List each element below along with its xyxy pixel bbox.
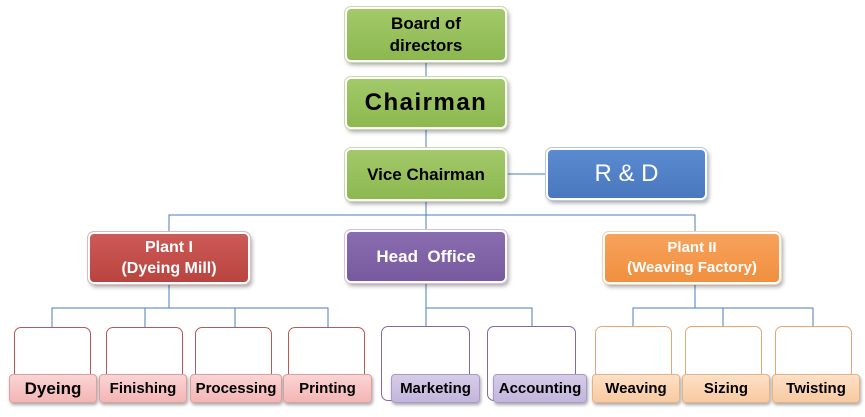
plant-1-title: Plant I [144, 239, 193, 256]
rnd-node: R & D [545, 147, 708, 201]
board-label: Board of directors [389, 13, 463, 55]
unit-weaving: Weaving [592, 374, 680, 403]
plant-2-node: Plant II (Weaving Factory) [602, 231, 782, 285]
unit-processing: Processing [190, 374, 282, 403]
vice-chairman-node: Vice Chairman [344, 147, 508, 202]
connector-plant1-units [51, 307, 329, 327]
rnd-label: R & D [594, 160, 659, 187]
chairman-label: Chairman [364, 89, 488, 116]
head-office-label: Head Office [376, 246, 476, 266]
plant-1-subtitle: (Dyeing Mill) [121, 260, 217, 277]
plant-2-subtitle: (Weaving Factory) [627, 259, 757, 276]
plant-2-title: Plant II [667, 239, 717, 256]
chairman-node: Chairman [344, 76, 508, 130]
unit-marketing: Marketing [391, 374, 480, 403]
unit-accounting: Accounting [493, 374, 587, 403]
unit-twisting: Twisting [772, 374, 860, 403]
connector-head-units [426, 307, 533, 326]
unit-sizing: Sizing [682, 374, 770, 403]
unit-printing: Printing [283, 374, 372, 403]
board-of-directors-node: Board of directors [344, 6, 508, 63]
unit-dyeing: Dyeing [9, 374, 97, 403]
vice-chairman-label: Vice Chairman [367, 164, 485, 184]
connector-plants-bar [168, 214, 696, 232]
head-office-node: Head Office [344, 229, 508, 284]
unit-finishing: Finishing [99, 374, 187, 403]
plant-1-node: Plant I (Dyeing Mill) [87, 231, 251, 285]
